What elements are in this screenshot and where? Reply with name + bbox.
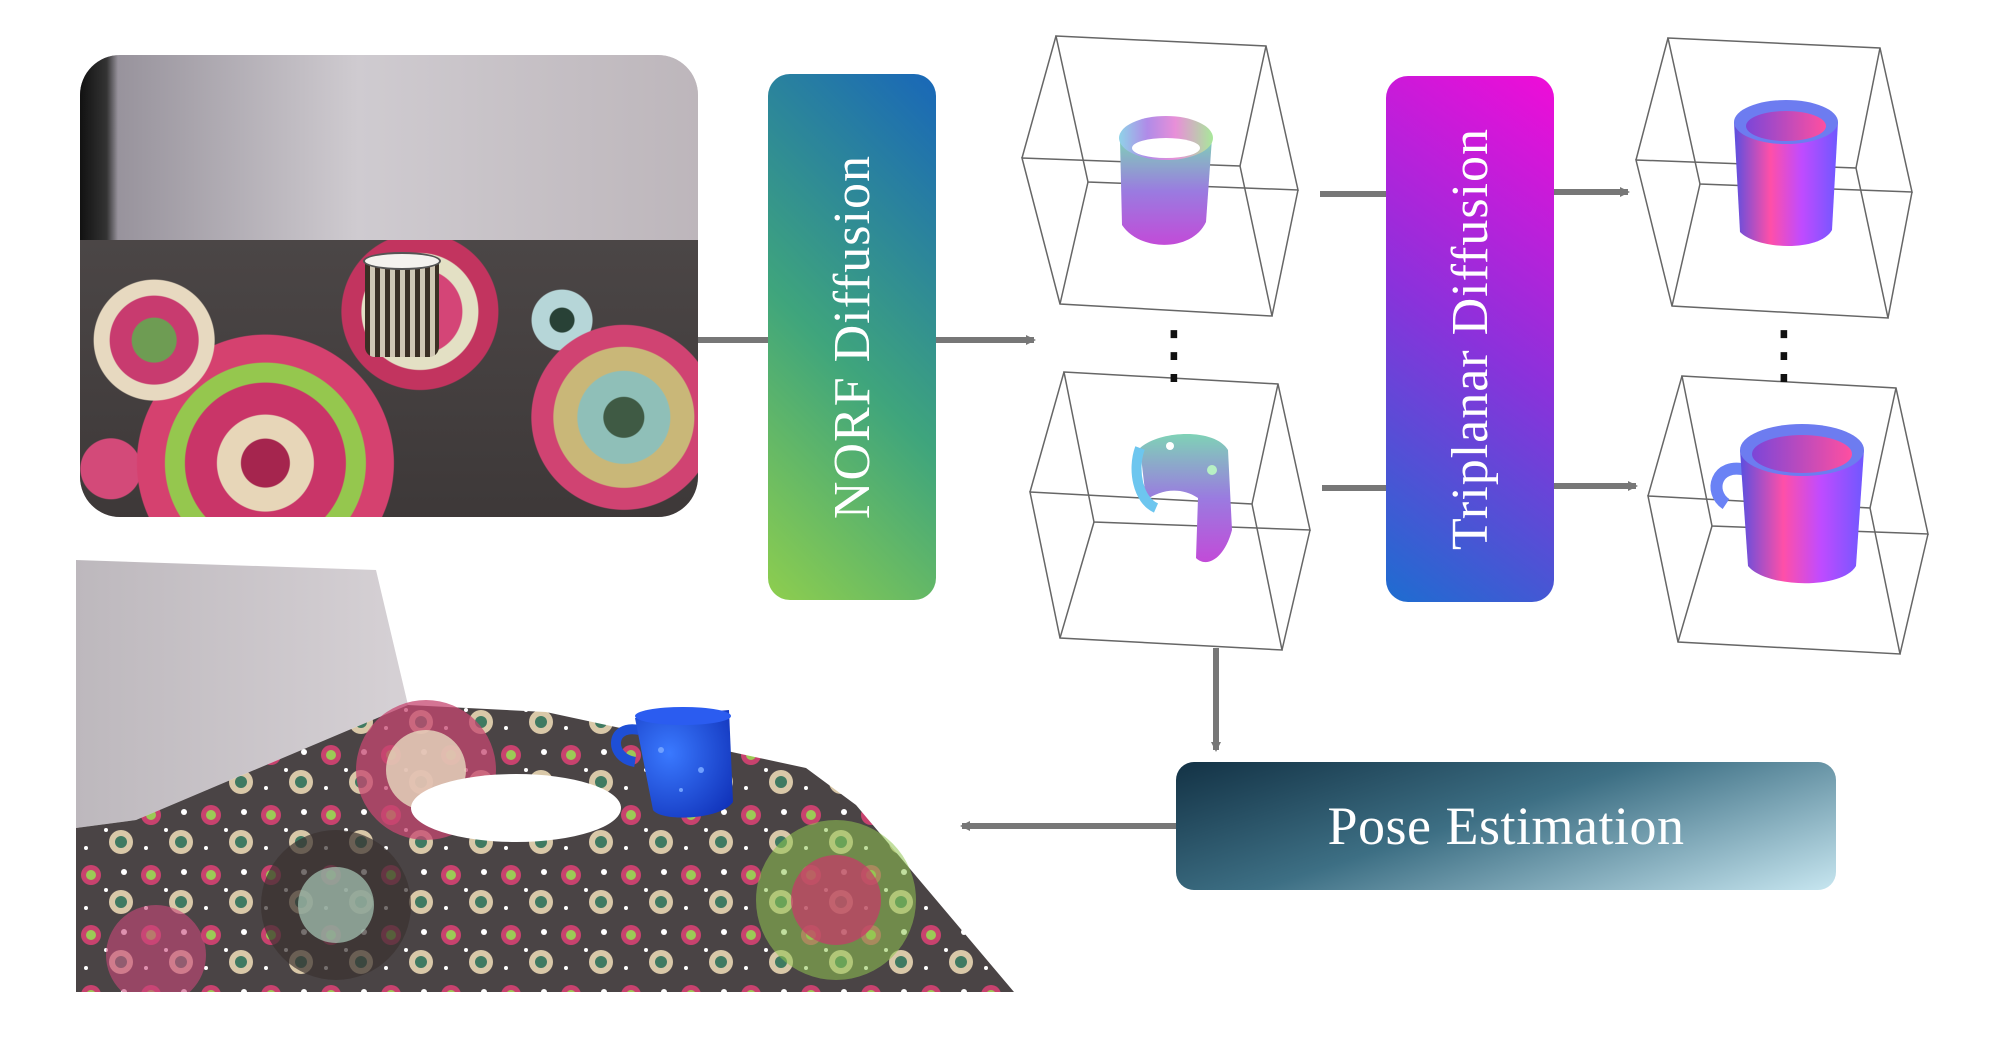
triplanar-diffusion-label: Triplanar Diffusion	[1441, 128, 1499, 550]
bbox-complete-top	[1635, 37, 1913, 319]
norf-diffusion-box: NORF Diffusion	[768, 74, 936, 600]
cloud-wall	[76, 560, 408, 828]
triplanar-diffusion-box: Triplanar Diffusion	[1386, 76, 1554, 602]
norf-diffusion-label: NORF Diffusion	[823, 154, 881, 520]
occlusion-hole	[411, 774, 621, 842]
bbox-partial-top	[1021, 35, 1299, 317]
norf-partial-cloud-bottom	[1131, 434, 1232, 563]
ellipsis-partial: ⋮	[1142, 318, 1206, 392]
reconstructed-scene-pointcloud	[76, 560, 1014, 992]
ellipsis-complete: ⋮	[1752, 318, 1816, 392]
pose-estimation-box: Pose Estimation	[1176, 762, 1836, 890]
input-scene-photo	[80, 55, 698, 517]
bbox-partial-bottom	[1029, 371, 1311, 651]
photo-mug	[363, 252, 441, 357]
pose-estimation-label: Pose Estimation	[1327, 796, 1685, 856]
photo-wall	[80, 55, 698, 250]
complete-mesh-bottom	[1710, 424, 1864, 584]
complete-mesh-top	[1734, 100, 1838, 246]
bbox-complete-bottom	[1647, 375, 1929, 655]
norf-partial-cloud-top	[1119, 116, 1213, 245]
fitted-mug	[611, 707, 733, 818]
photo-wall-shadow	[80, 55, 118, 250]
